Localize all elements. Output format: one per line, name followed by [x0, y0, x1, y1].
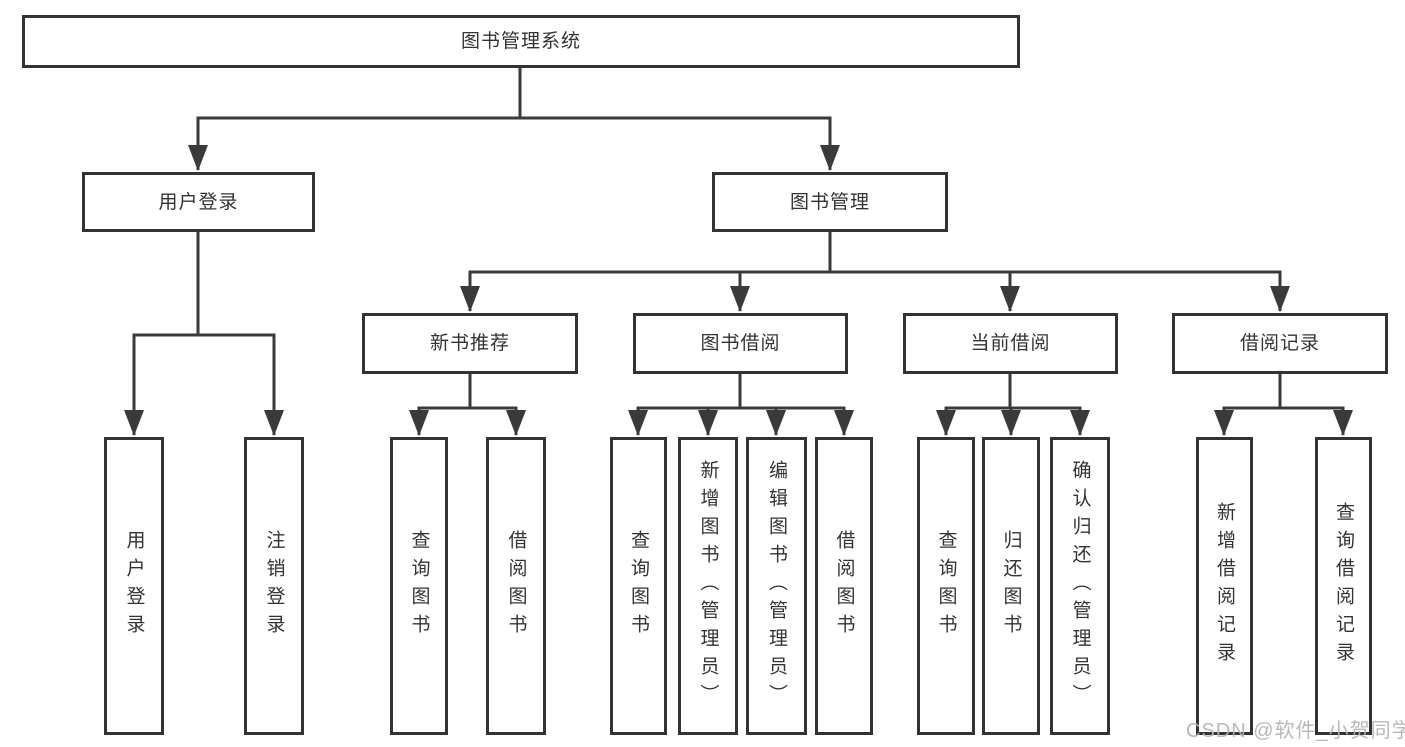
node-leaf-user-login: 用户登录 [104, 437, 164, 735]
node-leaf-edit-books-admin: 编辑图书（管理员） [746, 437, 807, 735]
node-leaf-confirm-return-admin: 确认归还（管理员） [1050, 437, 1110, 735]
node-leaf-current-query-books: 查询图书 [917, 437, 975, 735]
node-leaf-recommend-borrow-books: 借阅图书 [486, 437, 546, 735]
node-leaf-logout: 注销登录 [244, 437, 304, 735]
node-leaf-recommend-query-books: 查询图书 [390, 437, 448, 735]
leaf-recommend-borrow-label: 借阅图书 [505, 530, 527, 642]
leaf-current-query-label: 查询图书 [935, 530, 957, 642]
node-leaf-borrow-query-books: 查询图书 [610, 437, 667, 735]
leaf-borrow-query-label: 查询图书 [628, 530, 649, 642]
node-leaf-add-borrow-record: 新增借阅记录 [1196, 437, 1253, 735]
leaf-borrow-books-label: 借阅图书 [833, 530, 855, 642]
node-leaf-query-borrow-record: 查询借阅记录 [1315, 437, 1372, 735]
leaf-recommend-query-label: 查询图书 [408, 530, 430, 642]
leaf-add-record-label: 新增借阅记录 [1214, 502, 1235, 670]
node-book-management-branch: 图书管理 [712, 172, 948, 232]
csdn-watermark: CSDN @软件_小贺同学 [1186, 720, 1405, 742]
node-new-book-recommend: 新书推荐 [362, 313, 578, 374]
leaf-logout-label: 注销登录 [263, 530, 285, 642]
node-user-login-branch: 用户登录 [82, 172, 315, 232]
node-library-system: 图书管理系统 [22, 15, 1020, 68]
leaf-return-books-label: 归还图书 [1000, 530, 1022, 642]
leaf-edit-books-label: 编辑图书（管理员） [766, 460, 787, 712]
leaf-confirm-return-label: 确认归还（管理员） [1069, 460, 1091, 712]
leaf-add-books-label: 新增图书（管理员） [697, 460, 719, 712]
node-borrowing-records: 借阅记录 [1172, 313, 1388, 374]
node-book-borrowing: 图书借阅 [633, 313, 848, 374]
node-leaf-borrow-books: 借阅图书 [815, 437, 873, 735]
node-leaf-add-books-admin: 新增图书（管理员） [678, 437, 738, 735]
leaf-user-login-label: 用户登录 [123, 530, 145, 642]
leaf-query-record-label: 查询借阅记录 [1333, 502, 1354, 670]
node-current-borrowing: 当前借阅 [903, 313, 1118, 374]
node-leaf-return-books: 归还图书 [982, 437, 1040, 735]
